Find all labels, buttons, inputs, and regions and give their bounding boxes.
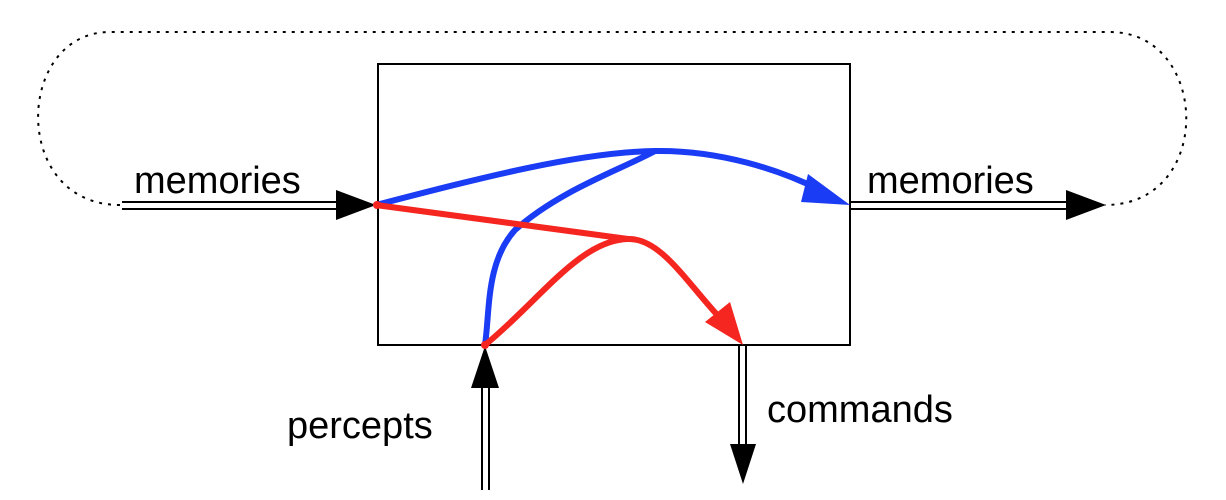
blue-path-percepts-branch [482, 148, 658, 348]
red-path-percepts-to-commands [482, 235, 723, 348]
red-path-group [373, 201, 743, 349]
memories-input-label: memories [134, 160, 301, 202]
red-start-dot-percepts [481, 341, 489, 349]
memories-output-label: memories [867, 160, 1034, 202]
blue-arrowhead [801, 174, 850, 205]
process-box [377, 63, 851, 346]
memories-input-arrow [122, 190, 376, 220]
commands-output-arrow [730, 346, 756, 484]
blue-path-group [373, 147, 850, 348]
memory-feedback-loop [37, 31, 1188, 206]
percepts-input-arrow [471, 346, 499, 490]
memories-output-arrow [851, 190, 1106, 220]
commands-label: commands [767, 389, 953, 431]
red-path-memories-branch [373, 202, 631, 242]
red-arrowhead [705, 302, 743, 345]
percepts-label: percepts [287, 405, 433, 447]
red-start-dot-memories [373, 201, 381, 209]
